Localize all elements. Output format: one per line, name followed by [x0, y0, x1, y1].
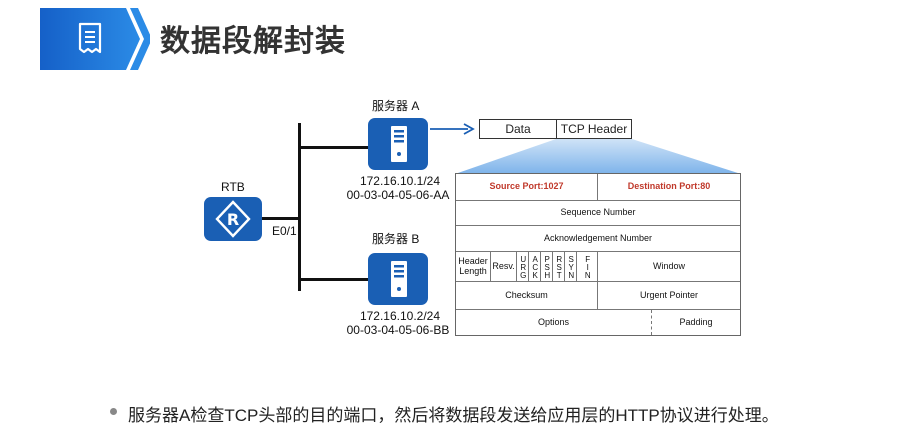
- flag-psh: PSH: [541, 252, 553, 282]
- router-link: [262, 217, 299, 220]
- segment-data: Data: [479, 119, 557, 139]
- segment-tcp-header: TCP Header: [556, 119, 632, 139]
- sequence-number-cell: Sequence Number: [456, 201, 740, 226]
- options-cell: Options: [456, 310, 652, 335]
- bullet-point: [110, 408, 117, 415]
- flag-syn: SYN: [565, 252, 577, 282]
- server-icon: [391, 261, 407, 297]
- window-cell: Window: [598, 252, 740, 282]
- header-length-cell: Header Length: [456, 252, 491, 282]
- title-banner: [40, 8, 150, 70]
- interface-label: E0/1: [272, 224, 297, 238]
- server-a-ip: 172.16.10.1/24: [359, 174, 441, 188]
- arrow-right-icon: [430, 123, 475, 135]
- server-a-link: [298, 146, 368, 149]
- document-list-icon: [78, 22, 102, 54]
- router-icon: R: [215, 200, 251, 238]
- page-title: 数据段解封装: [160, 25, 346, 58]
- flag-fin: FIN: [577, 252, 598, 282]
- ack-number-cell: Acknowledgement Number: [456, 226, 740, 252]
- source-port-cell: Source Port:1027: [456, 174, 598, 201]
- destination-port-cell: Destination Port:80: [598, 174, 740, 201]
- resv-cell: Resv.: [491, 252, 517, 282]
- checksum-cell: Checksum: [456, 282, 598, 310]
- server-a-name: 服务器 A: [372, 99, 420, 113]
- server-b-ip: 172.16.10.2/24: [359, 309, 441, 323]
- flag-ack: ACK: [529, 252, 541, 282]
- server-a-device: [368, 118, 428, 170]
- footer-note: 服务器A检查TCP头部的目的端口，然后将数据段发送给应用层的HTTP协议进行处理…: [128, 406, 779, 425]
- router-label: RTB: [221, 180, 245, 194]
- server-b-mac: 00-03-04-05-06-BB: [346, 323, 450, 337]
- padding-cell: Padding: [679, 316, 713, 327]
- server-b-link: [298, 278, 368, 281]
- urgent-pointer-cell: Urgent Pointer: [598, 282, 740, 310]
- server-a-mac: 00-03-04-05-06-AA: [346, 188, 450, 202]
- zoom-fan: [455, 139, 741, 174]
- flag-rst: RST: [553, 252, 565, 282]
- bus-line: [298, 123, 301, 291]
- server-icon: [391, 126, 407, 162]
- tcp-header-table: Source Port:1027 Destination Port:80 Seq…: [455, 173, 741, 336]
- flag-urg: URG: [517, 252, 529, 282]
- svg-text:R: R: [227, 210, 239, 229]
- router-device: R: [204, 197, 262, 241]
- server-b-name: 服务器 B: [372, 232, 420, 246]
- server-b-device: [368, 253, 428, 305]
